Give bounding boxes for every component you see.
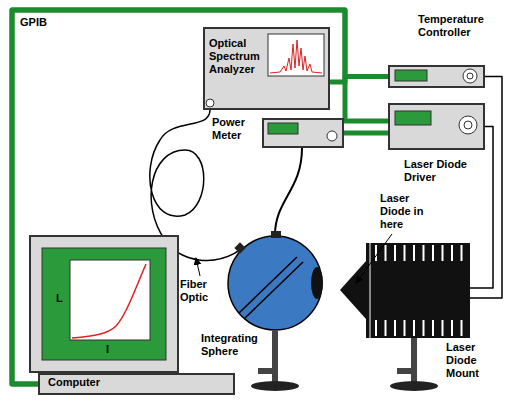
monitor	[30, 236, 178, 372]
integrating-sphere: Integrating Sphere	[227, 235, 323, 331]
laser-mount-shape	[340, 243, 470, 338]
bus-label: GPIB	[20, 16, 60, 29]
leader-line	[356, 234, 392, 283]
axis-label: I	[106, 343, 118, 356]
connector	[12, 10, 388, 384]
computer-box: Computer	[38, 373, 235, 395]
driver-box: Laser Diode Driver	[388, 103, 485, 150]
monitor-screen	[42, 248, 166, 360]
post-screw	[397, 368, 411, 374]
knob	[467, 73, 473, 79]
node-text: Laser Diode Mount	[446, 341, 502, 380]
knob	[464, 121, 472, 129]
display	[268, 123, 298, 134]
post-base	[251, 381, 299, 391]
controller-box: Temperature Controller	[388, 65, 485, 88]
node-text: Temperature Controller	[418, 13, 492, 39]
connector	[330, 77, 388, 83]
sphere-post	[272, 331, 278, 383]
laser-mount: Laser Diode Mount	[340, 243, 470, 338]
mount-post	[411, 336, 417, 383]
knob	[463, 69, 477, 83]
connector	[275, 148, 302, 235]
node-text: Laser Diode Driver	[404, 158, 484, 184]
connector	[470, 127, 493, 289]
connector	[12, 10, 388, 384]
spectrum-trace	[270, 40, 322, 73]
axis-label: L	[56, 292, 68, 305]
post-base	[390, 381, 438, 391]
node-text: Computer	[48, 376, 138, 389]
plot-area	[70, 260, 150, 340]
node-text: Optical Spectrum Analyzer	[209, 37, 267, 76]
display	[395, 111, 431, 125]
diode-label: Laser Diode in here	[380, 192, 442, 231]
post-screw	[258, 368, 272, 374]
li-curve	[72, 264, 146, 338]
node-text: Integrating Sphere	[201, 332, 267, 358]
knob	[327, 131, 337, 141]
display	[395, 70, 427, 81]
fiber-label: Fiber Optic	[180, 278, 224, 304]
spectrum-display	[268, 34, 324, 76]
connector	[344, 131, 388, 136]
meter-box: Power Meter	[262, 118, 344, 148]
analyzer-box: Optical Spectrum Analyzer	[203, 27, 330, 110]
integrating-sphere-shape	[227, 235, 323, 331]
leader-line	[196, 258, 200, 276]
fiber-port	[206, 99, 214, 107]
node-text: Power Meter	[212, 116, 258, 142]
knob	[459, 116, 477, 134]
